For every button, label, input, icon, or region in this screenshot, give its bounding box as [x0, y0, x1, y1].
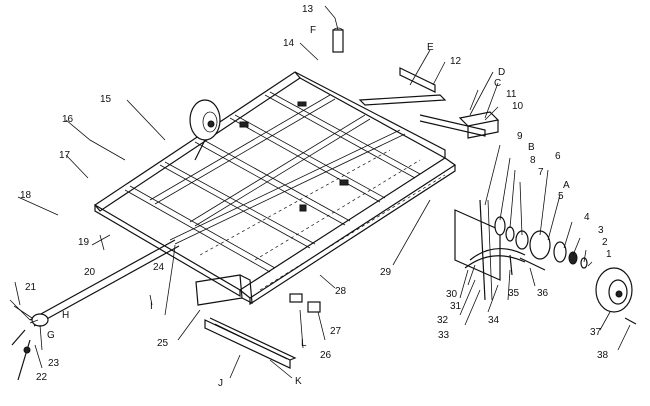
label-35: 35: [508, 288, 520, 299]
channel-bar: [204, 317, 297, 369]
post-assembly: [332, 27, 344, 53]
label-20: 20: [84, 267, 96, 278]
label-5: 5: [558, 191, 564, 202]
leader-lines: [14, 5, 631, 379]
label-F: F: [310, 25, 316, 36]
label-29: 29: [380, 267, 392, 278]
label-10: 10: [512, 101, 524, 112]
label-15: 15: [100, 94, 112, 105]
label-36: 36: [537, 288, 549, 299]
deck-panel: [195, 274, 253, 306]
label-23: 23: [48, 358, 60, 369]
label-12: 12: [450, 56, 462, 67]
wheel-right: [595, 267, 637, 325]
label-28: 28: [335, 286, 347, 297]
suspension-assembly: [454, 199, 588, 301]
trailer-frame: [94, 67, 500, 306]
label-18: 18: [20, 190, 32, 201]
label-L: L: [301, 338, 307, 349]
label-13: 13: [302, 4, 314, 15]
label-J: J: [218, 378, 223, 389]
label-C: C: [494, 78, 501, 89]
label-38: 38: [597, 350, 609, 361]
label-7: 7: [538, 167, 544, 178]
label-G: G: [47, 330, 55, 341]
label-26: 26: [320, 350, 332, 361]
label-9: 9: [517, 131, 523, 142]
label-24: 24: [153, 262, 165, 273]
label-A: A: [563, 180, 570, 191]
label-11: 11: [506, 89, 517, 100]
label-2: 2: [602, 237, 608, 248]
label-25: 25: [157, 338, 169, 349]
label-B: B: [528, 142, 535, 153]
wheel-left: [189, 99, 221, 161]
label-33: 33: [438, 330, 450, 341]
label-6a: 6: [555, 151, 561, 162]
label-37: 37: [590, 327, 602, 338]
label-K: K: [295, 376, 302, 387]
label-14: 14: [283, 38, 295, 49]
frame-tongue-extension: [358, 94, 447, 106]
label-30: 30: [446, 289, 458, 300]
label-32: 32: [437, 315, 449, 326]
frame-rear-rail: [294, 71, 446, 160]
label-21: 21: [25, 282, 37, 293]
part-labels: 13 F 14 E 12 15 D C 11 10 16 17 9 B 8 6 …: [20, 4, 612, 389]
label-D: D: [498, 67, 505, 78]
label-1: 1: [606, 249, 612, 260]
label-31: 31: [450, 301, 462, 312]
label-27: 27: [330, 326, 342, 337]
label-4: 4: [584, 212, 590, 223]
label-16: 16: [62, 114, 74, 125]
label-17: 17: [59, 150, 71, 161]
axle-assembly: [9, 239, 180, 381]
label-3: 3: [598, 225, 604, 236]
label-34: 34: [488, 315, 500, 326]
label-I: I: [150, 301, 153, 312]
bracket-assembly: [289, 293, 321, 313]
label-8: 8: [530, 155, 536, 166]
label-22: 22: [36, 372, 48, 383]
label-H: H: [62, 310, 69, 321]
label-19: 19: [78, 237, 90, 248]
label-E: E: [427, 42, 434, 53]
